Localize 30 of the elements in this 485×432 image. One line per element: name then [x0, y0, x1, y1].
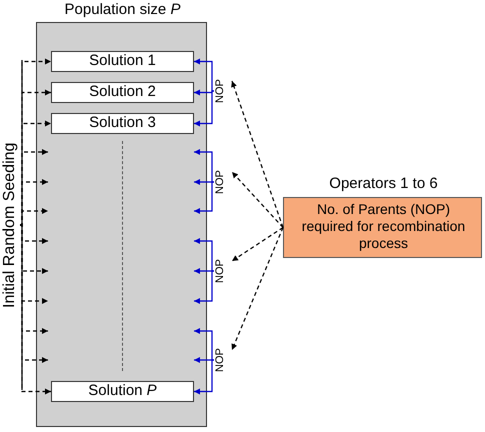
arrow	[232, 227, 284, 262]
arrow	[20, 208, 48, 226]
arrow	[194, 181, 214, 214]
arrow	[194, 328, 214, 361]
solution-box: Solution P	[51, 381, 194, 402]
arrow	[194, 357, 214, 363]
arrow	[20, 224, 51, 394]
arrow	[194, 268, 214, 274]
arrow	[194, 359, 214, 394]
operator-heading: Operators 1 to 6	[328, 175, 439, 192]
arrow	[194, 58, 214, 92]
nop-label: NOP	[214, 257, 230, 285]
solution-box: Solution 1	[51, 51, 194, 72]
arrow	[194, 149, 214, 183]
arrow	[194, 90, 214, 96]
arrow	[194, 270, 214, 304]
seeding-label: Initial Random Seeding	[1, 110, 20, 340]
solution-box: Solution 2	[51, 82, 194, 103]
nop-label: NOP	[214, 168, 230, 196]
arrow	[232, 172, 284, 228]
arrow	[194, 90, 214, 126]
arrow	[231, 80, 284, 228]
arrow	[194, 179, 214, 185]
population-heading: Population size P	[64, 1, 182, 18]
nop-label: NOP	[214, 77, 230, 105]
nop-label: NOP	[214, 346, 230, 374]
arrow	[231, 227, 284, 350]
operator-text: No. of Parents (NOP) required for recombination process	[300, 201, 466, 252]
arrow	[194, 238, 214, 272]
solution-box: Solution 3	[51, 113, 194, 134]
